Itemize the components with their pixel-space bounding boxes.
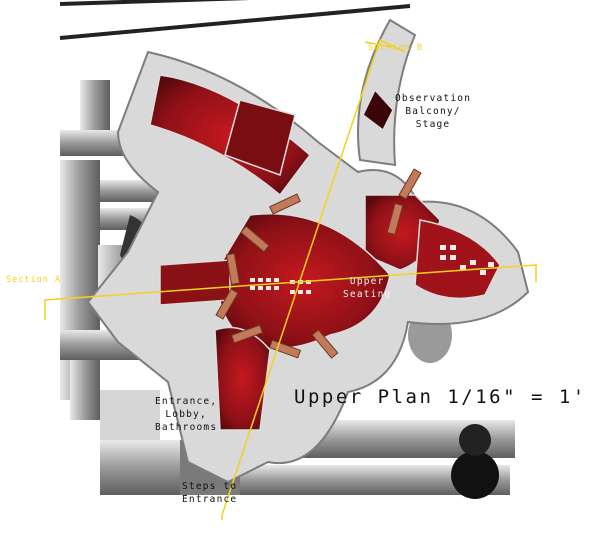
label-upper-seating: Upper Seating — [343, 276, 392, 300]
plan-title: Upper Plan 1/16" = 1' — [294, 386, 587, 408]
label-section-a: Section A — [6, 275, 62, 285]
site-context — [59, 0, 515, 499]
section-b-line — [221, 38, 406, 520]
section-lines — [44, 38, 537, 520]
section-a-line — [44, 264, 537, 320]
seating-grid — [250, 245, 494, 294]
label-observation-balcony: Observation Balcony/ Stage — [395, 93, 472, 130]
label-section-b: Section B — [368, 43, 424, 53]
label-steps-entrance: Steps to Entrance — [182, 481, 238, 505]
roof-panels — [215, 168, 422, 359]
label-entrance-lobby: Entrance, Lobby, Bathrooms — [155, 396, 218, 433]
